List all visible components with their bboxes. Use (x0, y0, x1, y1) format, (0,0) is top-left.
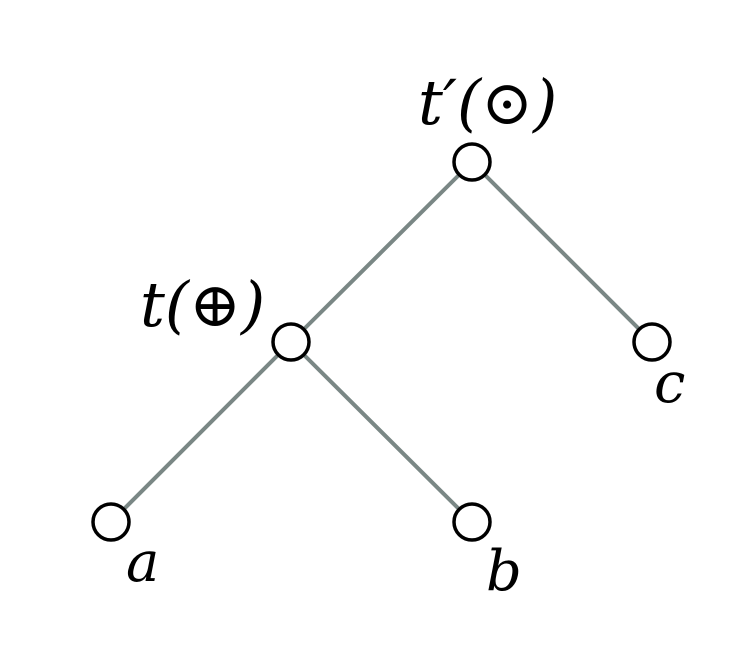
edge-root-inner (289, 160, 474, 344)
edge-inner-b (289, 340, 474, 524)
label-leaf-c: c (654, 351, 685, 416)
label-root: t′(⊙) (418, 66, 557, 139)
node-root (452, 142, 492, 182)
node-leaf-c (632, 322, 672, 362)
label-inner: t(⊕) (140, 268, 265, 341)
node-inner (271, 322, 311, 362)
node-leaf-b (452, 502, 492, 542)
label-leaf-b: b (486, 539, 522, 604)
node-leaf-a (91, 502, 131, 542)
label-leaf-a: a (126, 530, 159, 595)
edge-inner-a (109, 340, 293, 524)
edge-root-c (470, 160, 654, 344)
